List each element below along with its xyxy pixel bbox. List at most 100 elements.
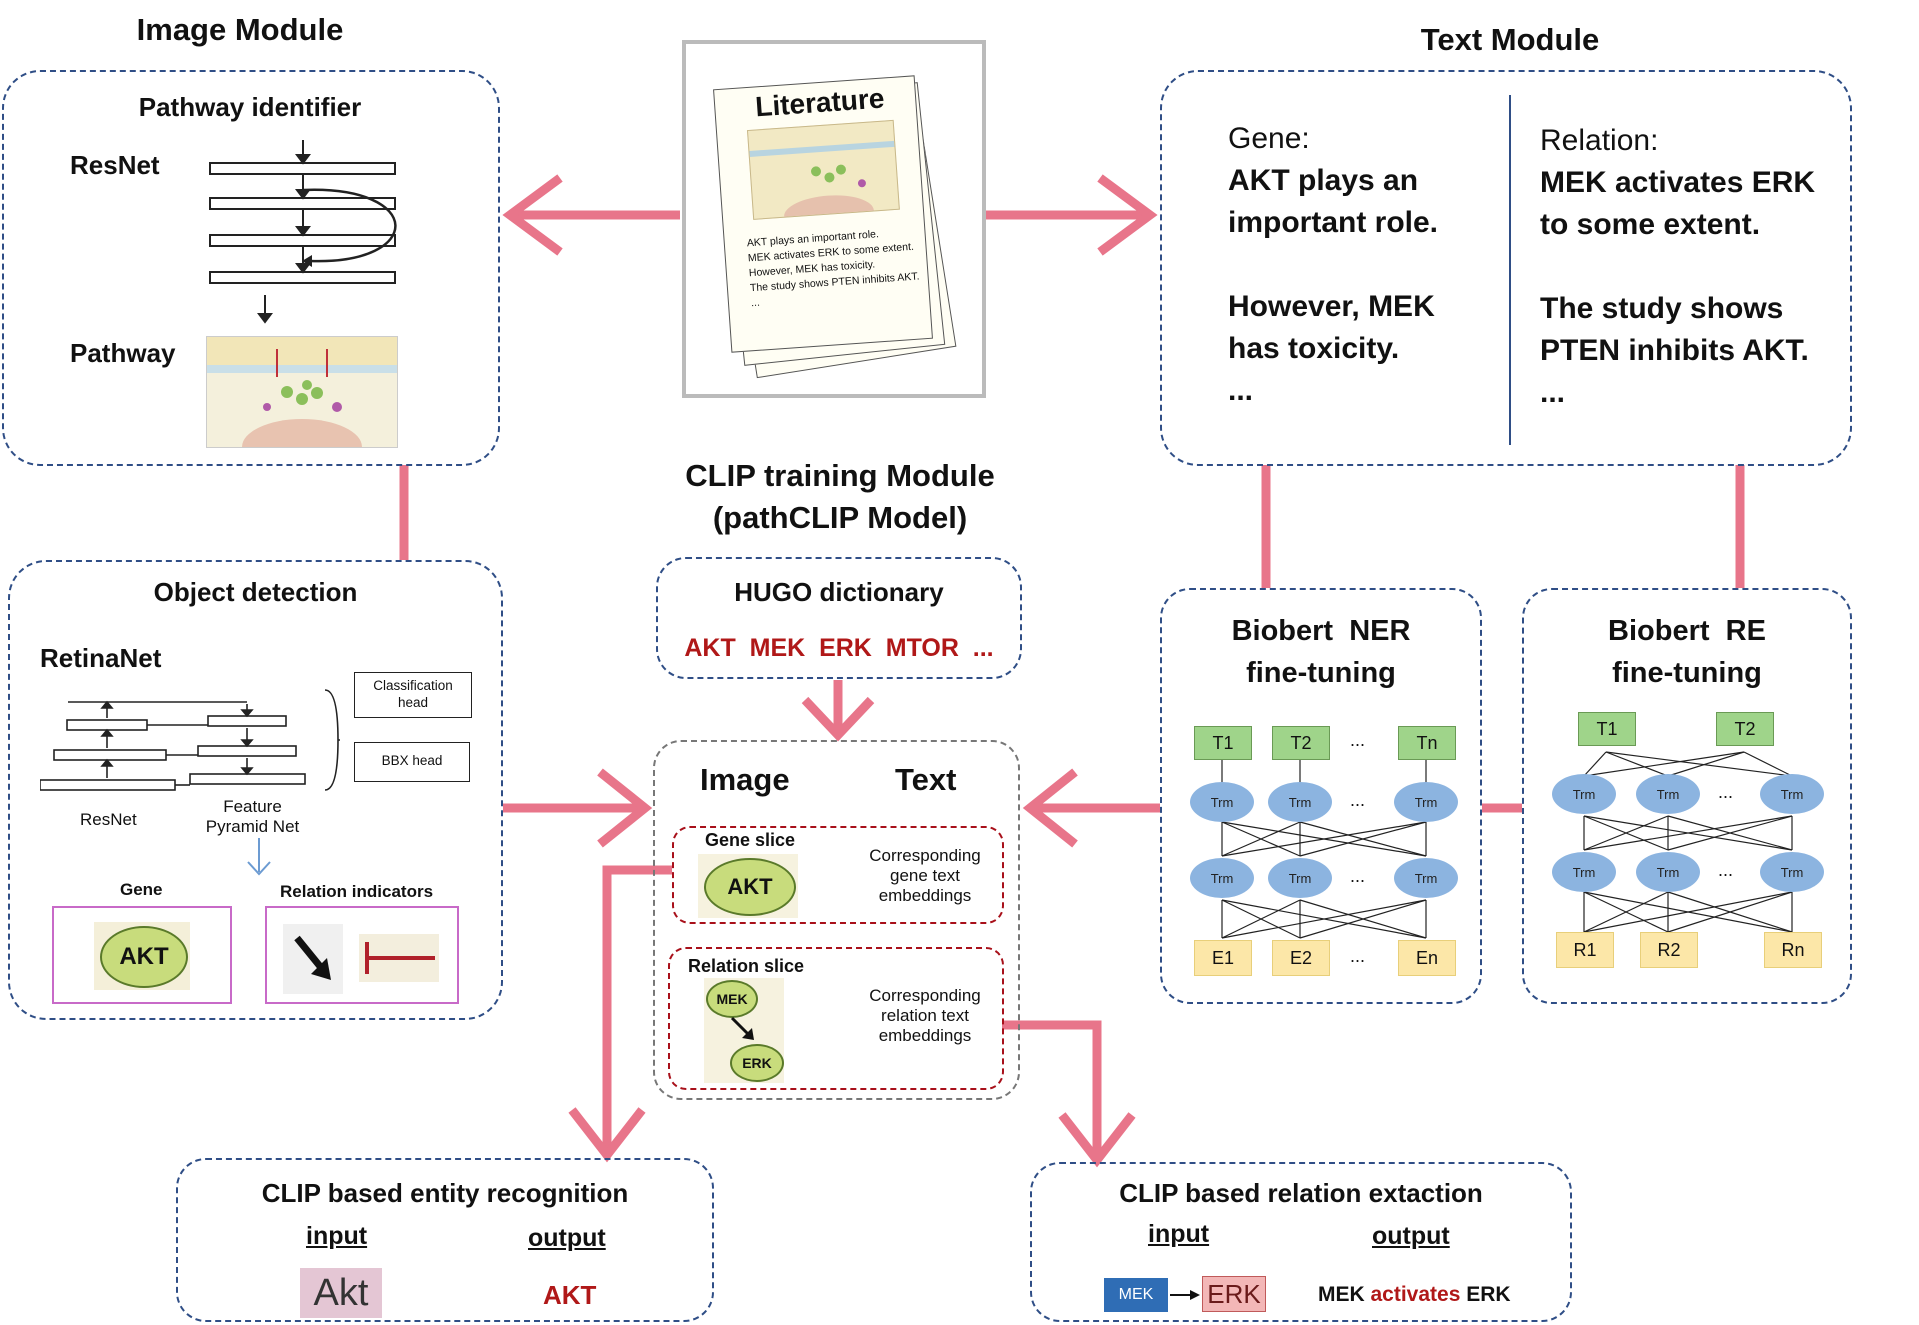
clip-module-title: CLIP training Module (685, 458, 995, 493)
re-subtitle: fine-tuning (1612, 657, 1762, 689)
relation-slice-image: MEK ERK (704, 978, 784, 1083)
relation-extraction-title: CLIP based relation extaction (1119, 1178, 1483, 1208)
gene-slice-oval: AKT (704, 858, 796, 916)
re-mid-ellipsis: ... (1718, 782, 1734, 802)
biobert-ner-box (1160, 588, 1482, 1004)
ner-output-token: Tn (1398, 726, 1456, 760)
relation-output-label: output (1372, 1222, 1450, 1250)
ner-title: Biobert NER (1231, 615, 1411, 647)
re-transformer-node: Trm (1636, 774, 1700, 814)
resnet-label: ResNet (70, 150, 160, 180)
gene-sentence: AKT plays an (1228, 164, 1419, 197)
relation-indicator-frame (265, 906, 459, 1004)
gene-sentence: However, MEK (1228, 290, 1435, 323)
pathway-image-thumbnail (206, 336, 398, 448)
classification-head-line: head (397, 695, 429, 710)
relation-embedding-label: Corresponding relation text embeddings (855, 986, 995, 1046)
gene-slice-box (672, 826, 1004, 924)
entity-recognition-title: CLIP based entity recognition (261, 1178, 629, 1208)
clip-image-text-box (653, 740, 1020, 1100)
classification-head-line: Classification (373, 678, 453, 693)
re-output-token: T2 (1716, 712, 1774, 746)
classification-head-box: Classification head (354, 672, 472, 718)
relation-sentence: ... (1540, 376, 1566, 409)
image-module-box (2, 70, 500, 466)
inhibition-bar-icon (359, 934, 439, 982)
ner-input-ellipsis: ... (1350, 946, 1366, 966)
re-output-token: T1 (1578, 712, 1636, 746)
activation-arrow-icon (283, 924, 343, 994)
text-module-title: Text Module (1420, 22, 1600, 57)
od-resnet-label: ResNet (80, 810, 137, 829)
entity-input-text: Akt (313, 1271, 369, 1314)
ner-transformer-node: Trm (1268, 858, 1332, 898)
relation-embedding-line: relation text (881, 1006, 969, 1025)
ner-transformer-node: Trm (1394, 858, 1458, 898)
relation-output-verb: activates (1370, 1283, 1461, 1306)
ner-subtitle: fine-tuning (1246, 657, 1396, 689)
resnet-diagram (209, 140, 397, 324)
re-transformer-node: Trm (1760, 852, 1824, 892)
relation-node-erk: ERK (730, 1044, 784, 1082)
re-title: Biobert RE (1608, 615, 1766, 647)
ner-transformer-node: Trm (1190, 858, 1254, 898)
relation-input-erk: ERK (1202, 1276, 1266, 1312)
biobert-re-box (1522, 588, 1852, 1004)
gene-slice-label: Gene slice (705, 830, 796, 850)
clip-image-label: Image (700, 762, 790, 797)
clip-text-label: Text (895, 762, 957, 797)
re-input-embedding: R2 (1640, 932, 1698, 968)
literature-paper: Literature AKT plays an important role. … (713, 75, 933, 353)
gene-example-oval: AKT (100, 926, 188, 988)
re-input-embedding: R1 (1556, 932, 1614, 968)
object-detection-title: Object detection (153, 577, 358, 607)
object-detection-box (8, 560, 503, 1020)
hugo-gene-list: AKT MEK ERK MTOR ... (684, 634, 994, 662)
relation-output-object: ERK (1460, 1283, 1511, 1306)
re-transformer-node: Trm (1552, 852, 1616, 892)
gene-sentence: ... (1228, 374, 1254, 407)
pathway-identifier-label: Pathway identifier (138, 92, 362, 122)
ner-mid-ellipsis: ... (1350, 790, 1366, 810)
clip-module-subtitle: (pathCLIP Model) (712, 500, 968, 535)
relation-column: Relation: MEK activates ERK to some exte… (1540, 120, 1815, 414)
retinanet-diagram (40, 689, 340, 791)
fpn-line: Pyramid Net (205, 817, 300, 836)
entity-input-image: Akt (300, 1268, 382, 1318)
gene-embedding-line: gene text (890, 866, 960, 885)
relation-output-subject: MEK (1318, 1283, 1371, 1306)
bbx-head-label: BBX head (381, 753, 443, 768)
ner-transformer-node: Trm (1190, 782, 1254, 822)
relation-sentence: to some extent. (1540, 208, 1761, 241)
relation-input-label: input (1148, 1220, 1210, 1248)
relation-embedding-line: Corresponding (869, 986, 981, 1005)
relation-sentence: The study shows (1540, 292, 1784, 325)
relation-output-sentence: MEK activates ERK (1318, 1283, 1511, 1307)
bbx-head-box: BBX head (354, 742, 470, 782)
gene-embedding-line: Corresponding (869, 846, 981, 865)
od-relation-label: Relation indicators (280, 882, 434, 901)
ner-input-embedding: E2 (1272, 940, 1330, 976)
gene-embedding-label: Corresponding gene text embeddings (855, 846, 995, 906)
gene-sentence-gap (1228, 244, 1438, 286)
entity-output-label: output (528, 1224, 606, 1252)
ner-transformer-node: Trm (1394, 782, 1458, 822)
re-transformer-node: Trm (1636, 852, 1700, 892)
relation-node-mek: MEK (706, 980, 758, 1018)
ner-output-ellipsis: ... (1350, 730, 1366, 750)
ner-network (1221, 758, 1427, 939)
gene-column: Gene: AKT plays an important role. Howev… (1228, 118, 1438, 412)
gene-sentence: has toxicity. (1228, 332, 1400, 365)
fpn-label: Feature Pyramid Net (195, 797, 310, 837)
ner-output-token: T2 (1272, 726, 1330, 760)
od-gene-label: Gene (120, 880, 163, 899)
ner-input-embedding: En (1398, 940, 1456, 976)
entity-input-label: input (306, 1222, 368, 1250)
re-input-embedding: Rn (1764, 932, 1822, 968)
gene-example-frame: AKT (52, 906, 232, 1004)
gene-column-label: Gene: (1228, 122, 1310, 155)
entity-recognition-box (176, 1158, 714, 1322)
literature-figure (746, 119, 900, 232)
relation-arrow-icon (730, 1016, 754, 1040)
